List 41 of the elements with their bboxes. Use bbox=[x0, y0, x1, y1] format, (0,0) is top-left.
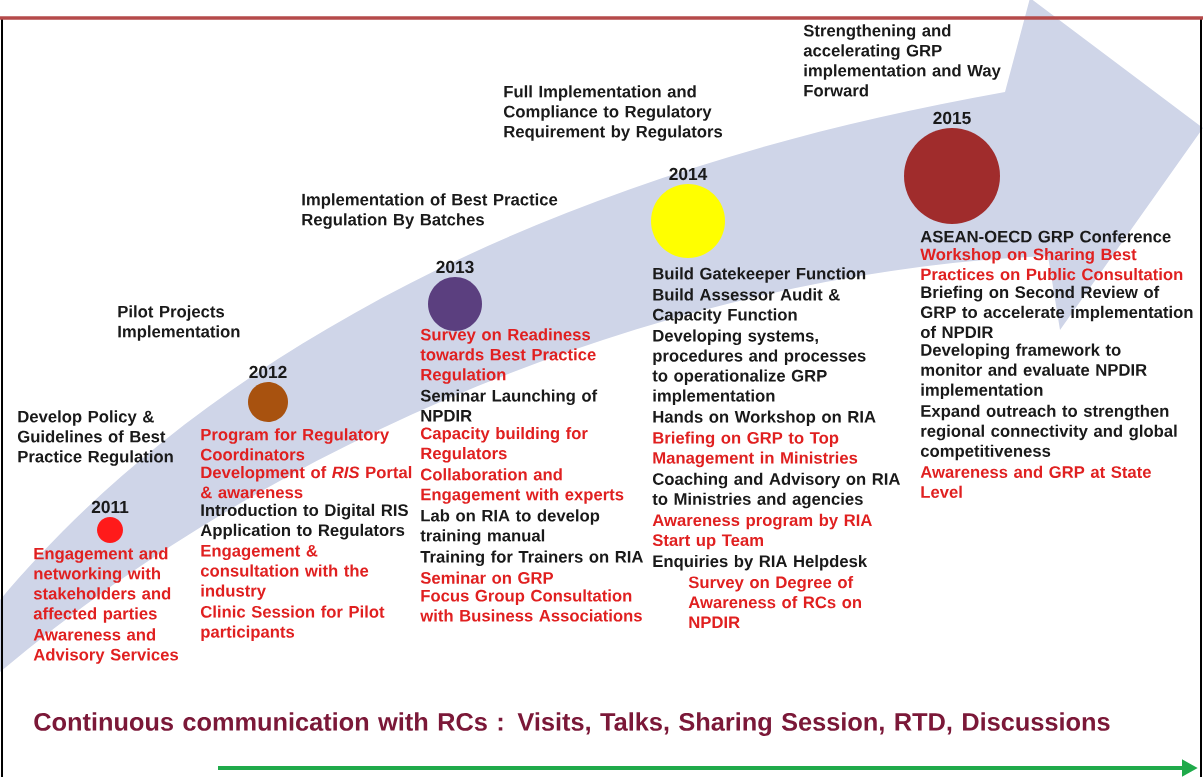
activity-text: Survey on Readiness towards Best Practice Regulation bbox=[420, 328, 596, 384]
activity-text: Build Assessor Audit & Capacity Function bbox=[652, 288, 840, 324]
year-label: 2012 bbox=[249, 365, 287, 379]
year-label: 2011 bbox=[91, 500, 129, 514]
activity-text: Focus Group Consultation with Business Associations bbox=[420, 589, 642, 622]
phase-heading: Develop Policy & Guidelines of Best Practice Regulation bbox=[17, 410, 173, 466]
activity-text: Introduction to Digital RIS Application to Regulators bbox=[200, 503, 408, 540]
phase-heading: Pilot Projects Implementation bbox=[118, 305, 240, 341]
activity-text: Seminar Launching of NPDIR bbox=[420, 389, 598, 422]
activity-text: Engagement and networking with stakeholders and affected parties bbox=[33, 547, 171, 623]
activity-text: Hands on Workshop on RIA bbox=[653, 410, 876, 426]
activity-text: Seminar on GRP bbox=[420, 571, 554, 584]
activity-text: Clinic Session for Pilot participants bbox=[200, 605, 385, 641]
activity-text: Capacity building for Regulators bbox=[420, 427, 588, 463]
phase-heading: Strengthening and accelerating GRP implementation and Way Forward bbox=[803, 24, 1001, 97]
activity-text: Lab on RIA to develop training manual bbox=[420, 509, 600, 545]
activity-text: Awareness program by RIA Start up Team bbox=[652, 513, 872, 550]
activity-text: Coaching and Advisory on RIA to Ministries and agencies bbox=[652, 472, 900, 509]
activity-text: Enquiries by RIA Helpdesk bbox=[653, 554, 868, 571]
activity-text: Engagement & consultation with the industry bbox=[200, 544, 369, 600]
activity-text: ASEAN-OECD GRP Conference bbox=[920, 230, 1171, 243]
banner-text: Continuous communication with RCs : Visits, Talks, Sharing Session, RTD, Discussions bbox=[34, 712, 1110, 736]
activity-text: Collaboration and Engagement with experts bbox=[420, 468, 624, 504]
activity-text: Awareness and GRP at State Level bbox=[920, 465, 1151, 498]
year-label: 2013 bbox=[436, 260, 474, 274]
activity-text: Program for Regulatory Coordinators bbox=[200, 428, 390, 461]
activity-text: Developing framework to monitor and evaluate NPDIR implementation bbox=[921, 343, 1147, 400]
phase-heading: Full Implementation and Compliance to Regulatory Requirement by Regulators bbox=[503, 85, 723, 141]
year-label: 2014 bbox=[669, 167, 708, 181]
phase-heading: Implementation of Best Practice Regulation By Batches bbox=[302, 193, 558, 229]
activity-text: Build Gatekeeper Function bbox=[653, 267, 866, 283]
activity-text: Briefing on GRP to Top Management in Ministries bbox=[653, 431, 858, 468]
activity-text: Developing systems, procedures and processes to operationalize GRP implementation bbox=[652, 329, 866, 405]
activity-text: Survey on Degree of Awareness of RCs on NPDIR bbox=[688, 575, 861, 629]
activity-text: Training for Trainers on RIA bbox=[420, 550, 643, 567]
activity-text: Briefing on Second Review of GRP to accelerate implementation of NPDIR bbox=[920, 285, 1193, 339]
activity-text: Development of RIS Portal & awareness bbox=[201, 466, 412, 499]
activity-text: Workshop on Sharing Best Practices on Public Consultation bbox=[920, 248, 1183, 281]
activity-text: Awareness and Advisory Services bbox=[33, 628, 179, 664]
activity-text: Expand outreach to strengthen regional connectivity and global competitiveness bbox=[920, 404, 1177, 461]
year-label: 2015 bbox=[933, 111, 971, 125]
